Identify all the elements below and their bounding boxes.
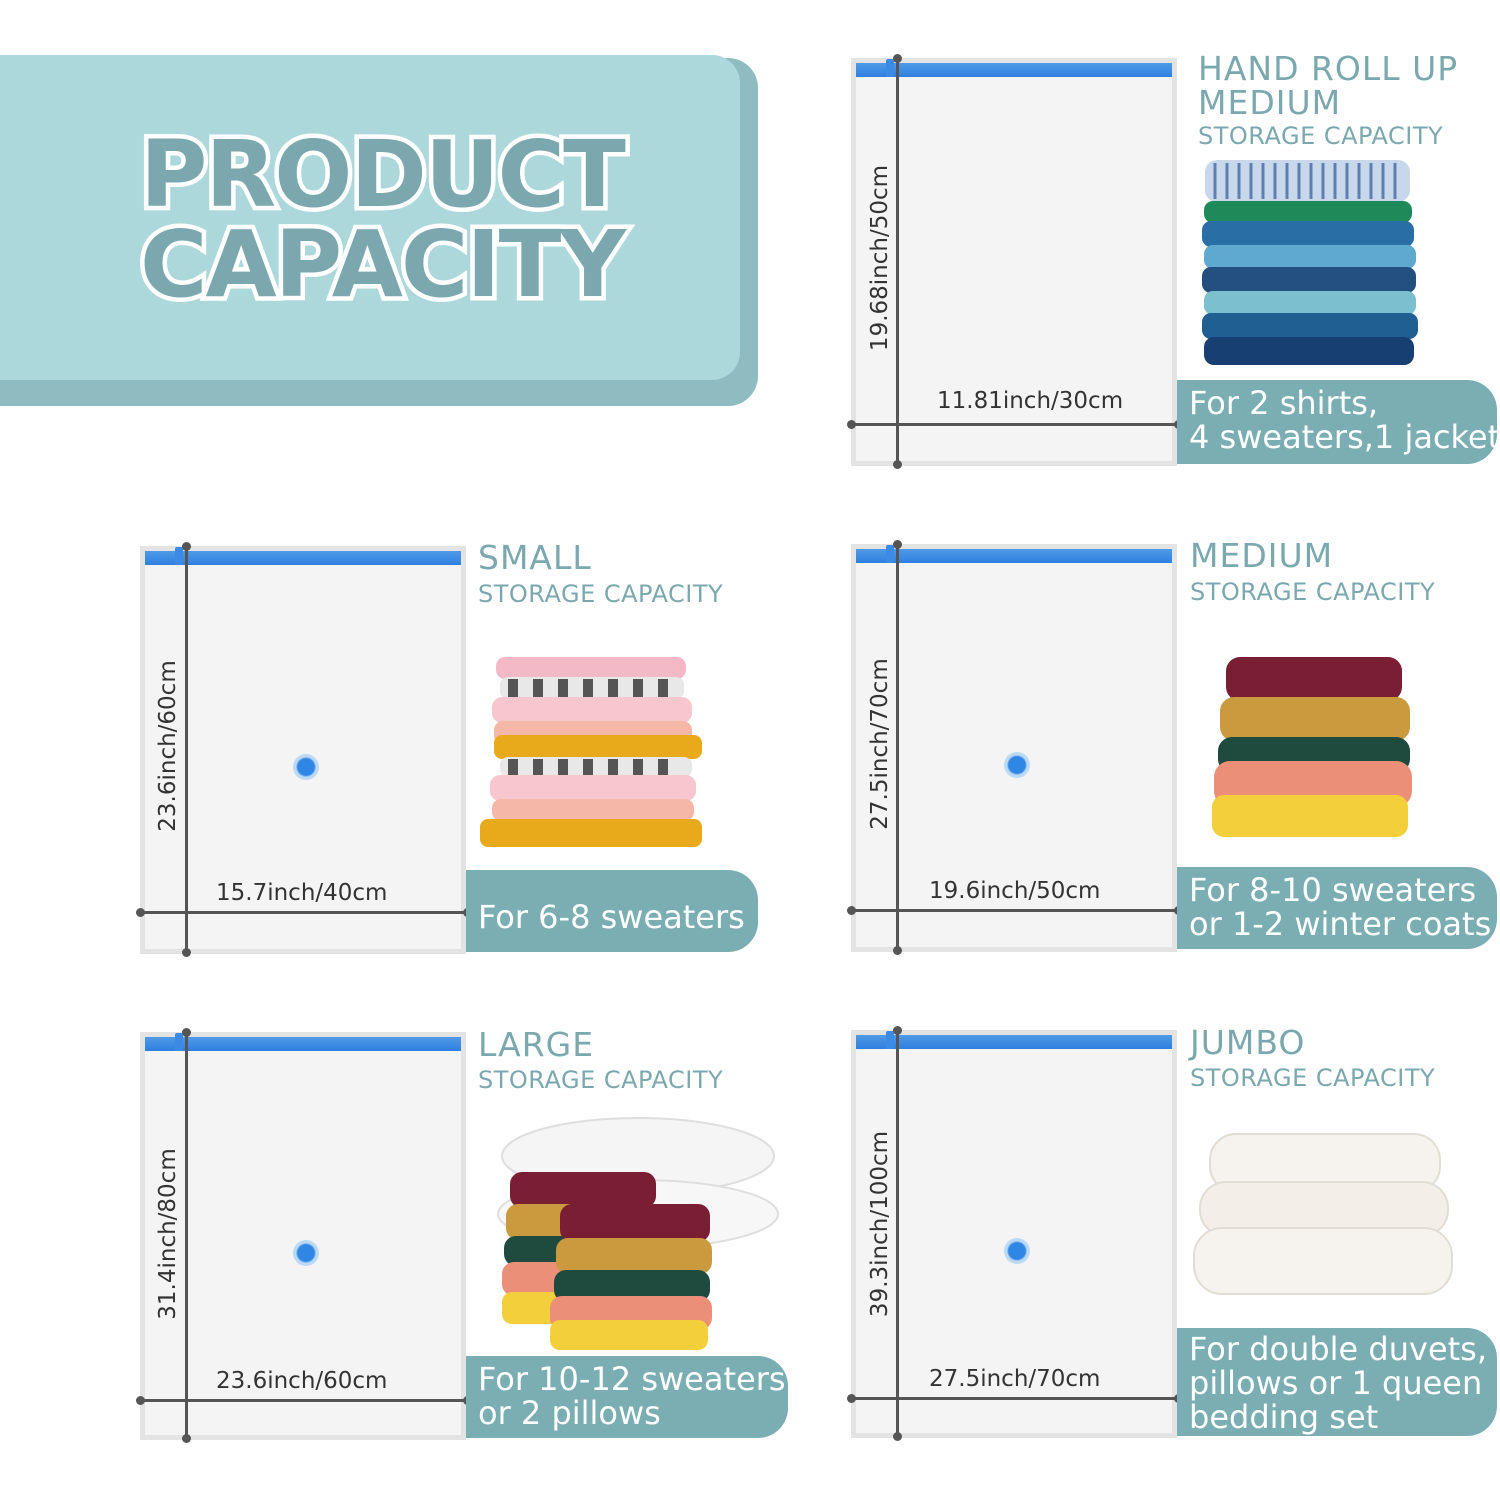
dimension-dot (847, 1394, 856, 1403)
dimension-dot (136, 1396, 145, 1405)
vacuum-bag (851, 1030, 1177, 1438)
width-line (140, 1399, 468, 1402)
dimension-dot (893, 1026, 902, 1035)
banner-title: PRODUCT CAPACITY (135, 121, 630, 318)
dimension-dot (893, 540, 902, 549)
vacuum-bag (140, 546, 466, 954)
usage-line3: bedding set (1189, 1398, 1379, 1436)
zipper-tab (175, 547, 183, 565)
width-dimension: 19.6inch/50cm (929, 878, 1101, 904)
dimension-dot (182, 948, 191, 957)
capacity-label: STORAGE CAPACITY (478, 580, 724, 608)
usage-line1: For 10-12 sweaters (478, 1360, 786, 1398)
width-dimension: 27.5inch/70cm (929, 1366, 1101, 1392)
valve (293, 754, 319, 780)
height-dimension: 31.4inch/80cm (155, 1148, 181, 1320)
size-title: MEDIUM (1190, 539, 1333, 573)
dimension-dot (182, 542, 191, 551)
capacity-label: STORAGE CAPACITY (1190, 578, 1436, 606)
size-title-line1: HAND ROLL UP (1198, 49, 1459, 88)
dimension-dot (847, 906, 856, 915)
usage-line2: or 1-2 winter coats (1189, 905, 1492, 943)
dimension-dot (893, 946, 902, 955)
height-line (896, 58, 899, 464)
dimension-dot (182, 1028, 191, 1037)
size-title-line1: SMALL (478, 538, 592, 577)
dimension-dot (182, 1434, 191, 1443)
dimension-dot (893, 1432, 902, 1441)
size-title-line2: MEDIUM (1198, 83, 1342, 122)
height-dimension: 23.6inch/60cm (155, 660, 181, 832)
zipper (856, 63, 1172, 77)
banner-title-line1: PRODUCT (135, 121, 630, 228)
banner-title-line2: CAPACITY (135, 211, 630, 318)
dimension-dot (136, 908, 145, 917)
usage-tag: For 6-8 sweaters (466, 870, 758, 952)
zipper-tab (886, 1031, 894, 1049)
width-line (851, 1397, 1179, 1400)
usage-tag: For 10-12 sweaters or 2 pillows (466, 1356, 788, 1438)
capacity-label: STORAGE CAPACITY (1190, 1064, 1436, 1092)
zipper (145, 1037, 461, 1051)
width-dimension: 15.7inch/40cm (216, 880, 388, 906)
size-title-line1: JUMBO (1190, 1023, 1306, 1062)
height-line (896, 544, 899, 950)
vacuum-bag (851, 58, 1177, 466)
height-dimension: 27.5inch/70cm (867, 658, 893, 830)
size-title: SMALL (478, 541, 592, 575)
vacuum-bag (140, 1032, 466, 1440)
valve (1004, 1238, 1030, 1264)
usage-line2: pillows or 1 queen (1189, 1364, 1483, 1402)
pillows-and-sweaters-illustration (497, 1117, 779, 1350)
height-dimension: 39.3inch/100cm (867, 1130, 893, 1318)
usage-tag: For 8-10 sweaters or 1-2 winter coats (1177, 867, 1497, 949)
usage-line1: For 6-8 sweaters (478, 898, 745, 936)
width-dimension: 23.6inch/60cm (216, 1368, 388, 1394)
zipper (856, 1035, 1172, 1049)
usage-line1: For double duvets, (1189, 1330, 1488, 1368)
usage-line1: For 8-10 sweaters (1189, 871, 1477, 909)
usage-line1: For 2 shirts, (1189, 384, 1379, 422)
size-title: LARGE (478, 1028, 594, 1062)
capacity-label: STORAGE CAPACITY (1198, 122, 1444, 150)
zipper-tab (886, 545, 894, 563)
zipper-tab (175, 1033, 183, 1051)
size-title-line1: LARGE (478, 1025, 595, 1064)
dimension-dot (847, 420, 856, 429)
zipper (145, 551, 461, 565)
usage-tag: For double duvets, pillows or 1 queen be… (1177, 1328, 1497, 1436)
size-title: JUMBO (1190, 1026, 1305, 1060)
usage-line2: or 2 pillows (478, 1394, 661, 1432)
vacuum-bag (851, 544, 1177, 952)
zipper-tab (886, 59, 894, 77)
usage-line2: 4 sweaters,1 jacket (1189, 418, 1500, 456)
width-line (140, 911, 468, 914)
size-title-line1: MEDIUM (1190, 536, 1334, 575)
folded-duvet-illustration (1193, 1133, 1453, 1295)
capacity-label: STORAGE CAPACITY (478, 1066, 724, 1094)
size-title: HAND ROLL UP MEDIUM (1198, 52, 1458, 120)
width-line (851, 909, 1179, 912)
usage-tag: For 2 shirts, 4 sweaters,1 jacket (1177, 380, 1500, 464)
zipper (856, 549, 1172, 563)
banner (0, 55, 740, 380)
height-dimension: 19.68inch/50cm (867, 164, 893, 352)
folded-shirts-illustration (1202, 160, 1418, 365)
knit-sweaters-illustration (1212, 657, 1412, 837)
dimension-dot (893, 460, 902, 469)
folded-sweaters-illustration (480, 657, 702, 847)
dimension-dot (893, 54, 902, 63)
height-line (896, 1030, 899, 1436)
height-line (185, 546, 188, 952)
valve (1004, 752, 1030, 778)
valve (293, 1240, 319, 1266)
width-dimension: 11.81inch/30cm (937, 388, 1124, 414)
width-line (851, 423, 1179, 426)
height-line (185, 1032, 188, 1438)
